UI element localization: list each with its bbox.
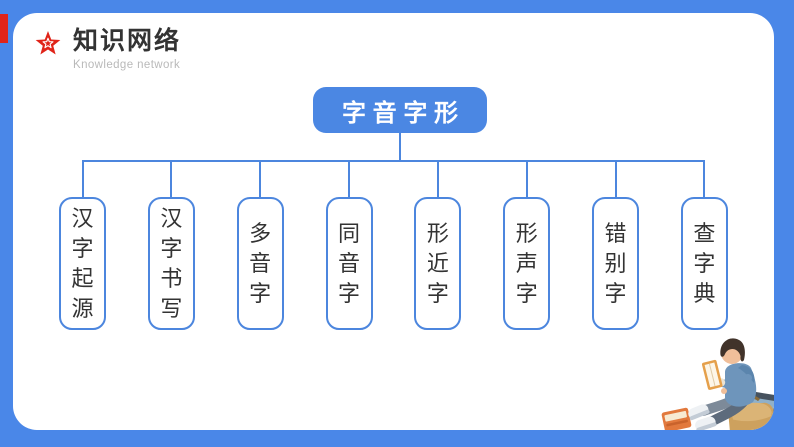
connector-drop-line [525,160,528,197]
branch-node-label: 同音字 [338,220,361,306]
branch-node-box: 形近字 [414,197,462,330]
branch-node-box: 汉字书写 [147,197,195,330]
branch-node-label: 多音字 [249,220,272,306]
star-icon [35,31,61,55]
connector-drop-line [348,160,351,197]
branch-node-box: 查字典 [680,197,728,330]
branch-node-label: 汉字书写 [160,205,183,321]
branch-node: 同音字 [325,160,373,330]
connector-drop-line [170,160,173,197]
connector-drop-line [81,160,84,197]
connector-drop-line [259,160,262,197]
branch-node: 形近字 [414,160,462,330]
boy-figure [688,338,757,430]
branch-nodes: 汉字起源 汉字书写 多音字 同音字 形近字 形声字 错别字 [59,160,728,330]
floor-book-icon [661,407,692,430]
branch-node: 错别字 [592,160,640,330]
branch-node: 查字典 [680,160,728,330]
branch-node: 汉字书写 [147,160,195,330]
branch-node-label: 错别字 [604,220,627,306]
branch-node-label: 形近字 [426,220,449,306]
branch-node: 多音字 [236,160,284,330]
branch-node: 形声字 [503,160,551,330]
header: 知识网络 Knowledge network [35,27,181,71]
branch-node-box: 同音字 [325,197,373,330]
branch-node-label: 查字典 [693,220,716,306]
connector-drop-line [614,160,617,197]
root-node-label: 字 音 字 形 [341,99,458,127]
branch-node-box: 形声字 [503,197,551,330]
branch-node-label: 汉字起源 [71,205,94,321]
branch-node-box: 汉字起源 [59,197,106,330]
connector-stem-line [399,133,401,160]
connector-horizontal-line [82,160,705,162]
red-accent-bar [0,14,8,43]
connector-drop-line [703,160,706,197]
page-title: 知识网络 [73,27,182,55]
branch-node-box: 错别字 [592,197,640,330]
branch-node: 汉字起源 [59,160,106,330]
branch-node-label: 形声字 [515,220,538,306]
root-node: 字 音 字 形 [313,87,487,133]
connector-drop-line [436,160,439,197]
boy-reading-illustration [661,338,774,430]
header-titles: 知识网络 Knowledge network [73,27,181,71]
branch-node-box: 多音字 [236,197,284,330]
slide-card: 知识网络 Knowledge network 字 音 字 形 汉字起源 汉字书写… [13,13,774,430]
page-subtitle: Knowledge network [73,58,181,71]
